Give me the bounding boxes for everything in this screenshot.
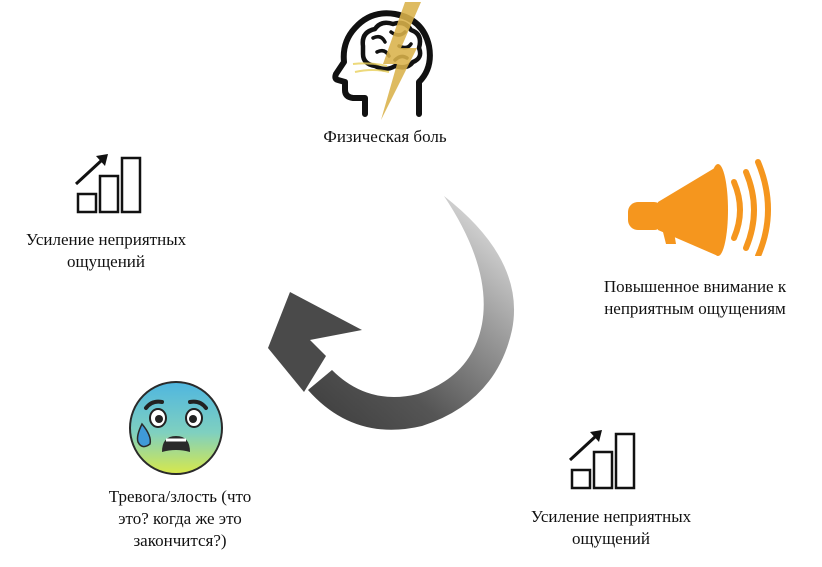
attention-line1: Повышенное внимание к bbox=[603, 277, 787, 296]
pain-label: Физическая боль bbox=[323, 127, 447, 146]
anxiety-line2: это? когда же это bbox=[118, 509, 242, 528]
increase-left-line1: Усиление неприятных bbox=[25, 230, 187, 249]
cycle-arrow bbox=[268, 196, 515, 430]
increase-bottom-line1: Усиление неприятных bbox=[530, 507, 692, 526]
anxiety-label: Тревога/злость (что это? когда же это за… bbox=[90, 486, 270, 552]
increase-left-label: Усиление неприятных ощущений bbox=[0, 229, 212, 273]
rising-bars-icon bbox=[74, 154, 142, 214]
anxious-face-icon bbox=[129, 381, 223, 475]
attention-line2: неприятным ощущениям bbox=[604, 299, 786, 318]
anxiety-line3: закончится?) bbox=[133, 531, 227, 550]
increase-left-line2: ощущений bbox=[66, 252, 146, 271]
anxiety-line1: Тревога/злость (что bbox=[108, 487, 252, 506]
increase-bottom-label: Усиление неприятных ощущений bbox=[506, 506, 716, 550]
attention-label: Повышенное внимание к неприятным ощущени… bbox=[578, 276, 812, 320]
head-lightning-icon bbox=[332, 2, 433, 120]
increase-bottom-line2: ощущений bbox=[571, 529, 651, 548]
rising-bars-icon bbox=[568, 430, 636, 490]
megaphone-icon bbox=[628, 159, 771, 256]
